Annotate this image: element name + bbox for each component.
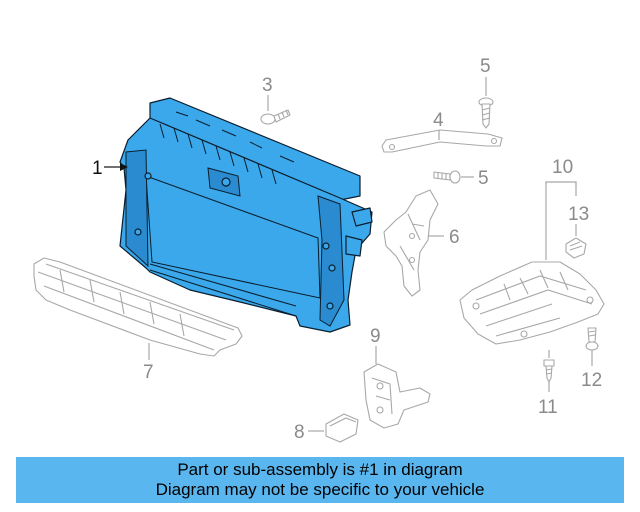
callout-5b-label: 5 — [478, 168, 489, 189]
part-6-side-bracket[interactable] — [383, 189, 439, 297]
callout-4: 4 — [433, 110, 444, 140]
callout-13-label: 13 — [568, 204, 589, 225]
callout-10: 10 — [545, 157, 577, 260]
callout-12-label: 12 — [581, 370, 602, 391]
callout-7: 7 — [143, 343, 154, 383]
callout-3: 3 — [262, 75, 273, 111]
callout-5b: 5 — [461, 168, 489, 189]
part-7-air-deflector[interactable] — [33, 257, 243, 357]
callout-11-label: 11 — [538, 397, 558, 418]
callout-6: 6 — [428, 227, 460, 248]
banner-line-1: Part or sub-assembly is #1 in diagram — [177, 460, 463, 479]
part-10-splash-shield[interactable] — [459, 261, 605, 345]
callout-11: 11 — [538, 350, 558, 418]
part-12-bolt[interactable] — [585, 327, 599, 351]
callout-7-label: 7 — [143, 362, 154, 383]
callout-5a: 5 — [480, 56, 491, 96]
callout-6-label: 6 — [449, 227, 460, 248]
part-11-screw[interactable] — [543, 359, 555, 383]
part-1-radiator-support[interactable] — [119, 97, 373, 333]
callout-8: 8 — [294, 422, 324, 443]
callout-5a-label: 5 — [480, 56, 491, 77]
part-9-bracket-plate[interactable] — [363, 363, 431, 429]
callout-4-label: 4 — [433, 110, 444, 131]
banner-line-2: Diagram may not be specific to your vehi… — [155, 480, 485, 499]
callout-1: 1 — [92, 158, 128, 179]
callout-13: 13 — [568, 204, 589, 236]
callout-12: 12 — [581, 350, 602, 391]
part-5-screw-top[interactable] — [478, 97, 494, 129]
part-5-bolt-mid[interactable] — [433, 170, 461, 184]
callout-9-label: 9 — [370, 326, 381, 347]
info-banner: Part or sub-assembly is #1 in diagram Di… — [16, 457, 624, 503]
callout-3-label: 3 — [262, 75, 273, 96]
part-8-sensor[interactable] — [325, 413, 359, 443]
part-13-clip[interactable] — [565, 237, 587, 259]
callout-8-label: 8 — [294, 422, 305, 443]
part-4-bracket[interactable] — [381, 129, 503, 153]
callout-10-label: 10 — [552, 157, 573, 178]
callout-9: 9 — [370, 326, 381, 364]
part-3-bolt[interactable] — [260, 109, 291, 125]
callout-1-label: 1 — [92, 158, 103, 179]
